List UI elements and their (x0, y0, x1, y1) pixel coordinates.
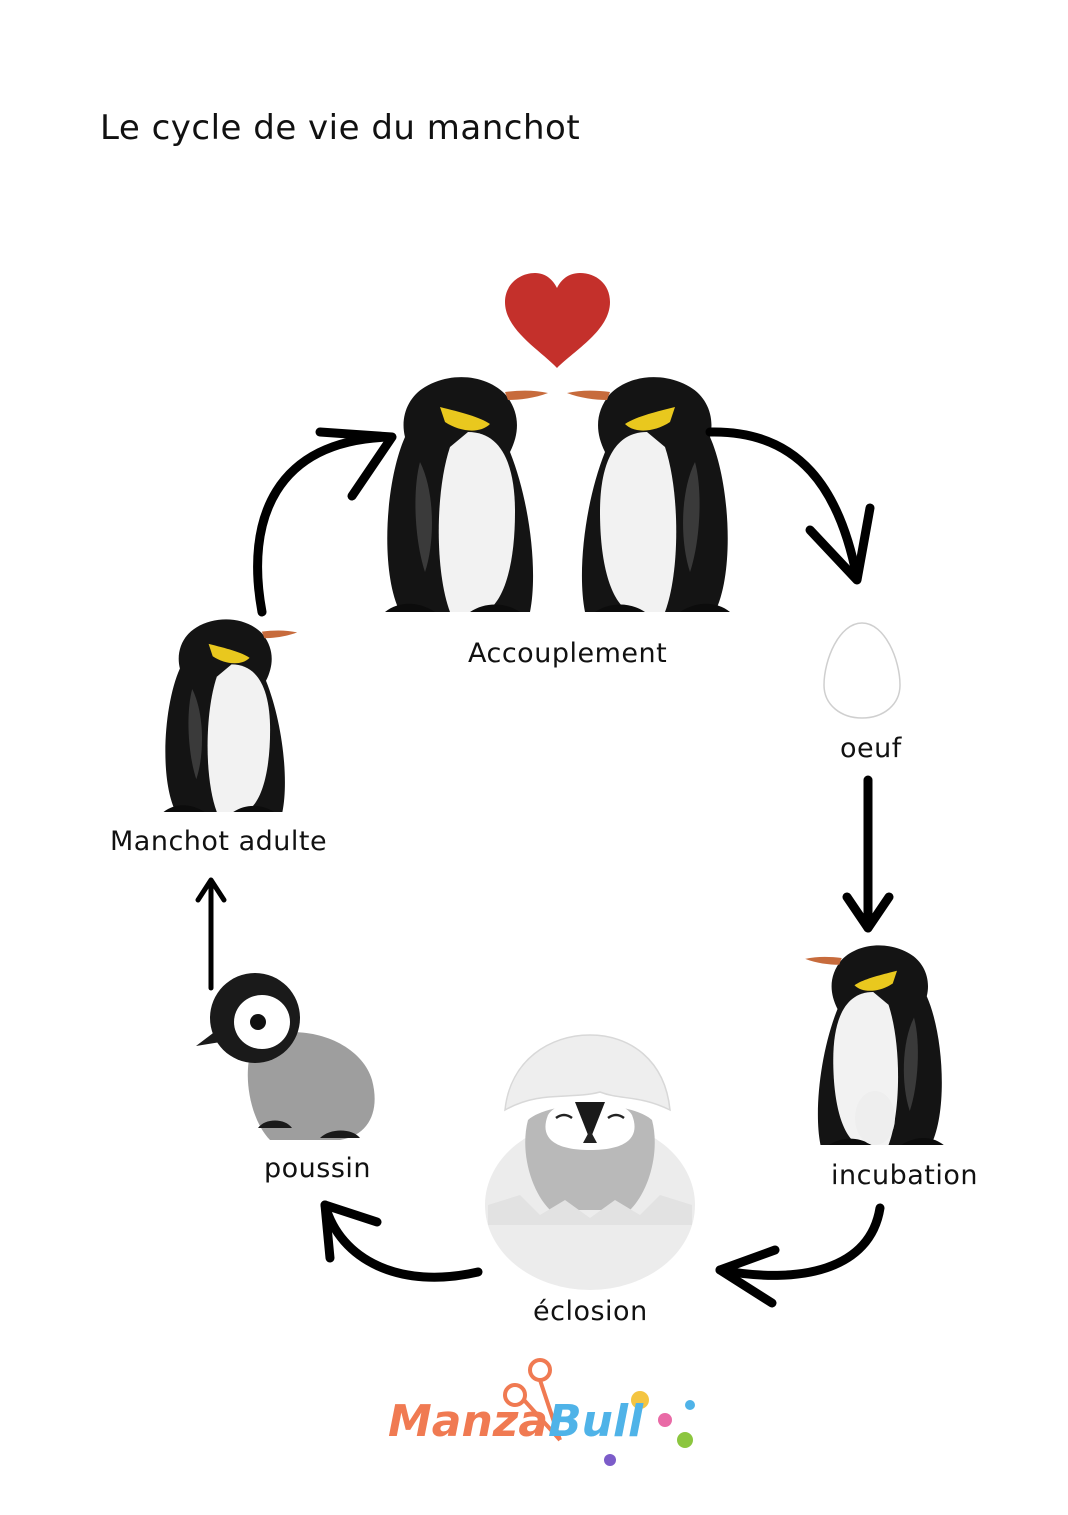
hatching-chick-icon (485, 1034, 695, 1290)
label-adult: Manchot adulte (110, 826, 328, 857)
label-chick: poussin (264, 1153, 372, 1184)
page-title: Le cycle de vie du manchot (100, 108, 581, 148)
heart-icon (505, 273, 610, 368)
manzabull-logo: ManzaBull (388, 1396, 643, 1447)
adult-penguin-icon (163, 619, 298, 812)
label-incubation: incubation (831, 1160, 978, 1191)
arrowhead-egg-to-incubation (842, 892, 894, 933)
logo-text-part2: Bull (548, 1396, 644, 1447)
arrow-mating-to-egg (705, 427, 862, 583)
mating-penguin-right (567, 377, 730, 612)
label-hatching: éclosion (533, 1296, 648, 1327)
arrow-incubation-to-hatching (715, 1203, 885, 1280)
logo-scissors-icon (503, 1358, 695, 1466)
arrowhead-mating-to-egg (805, 503, 875, 585)
arrowhead-chick-to-adult (195, 877, 227, 903)
arrow-adult-to-mating (253, 432, 395, 617)
chick-icon (196, 973, 375, 1140)
label-mating: Accouplement (468, 638, 668, 669)
mating-penguin-left (385, 377, 548, 612)
arrowhead-incubation-to-hatching (715, 1245, 780, 1308)
incubated-egg-icon (855, 1091, 895, 1145)
label-egg: oeuf (840, 733, 902, 764)
arrowhead-adult-to-mating (315, 427, 397, 501)
logo-text-part1: Manza (388, 1396, 549, 1447)
arrowhead-hatching-to-chick (320, 1200, 382, 1263)
egg-icon (823, 622, 901, 719)
arrow-hatching-to-chick (320, 1200, 483, 1282)
